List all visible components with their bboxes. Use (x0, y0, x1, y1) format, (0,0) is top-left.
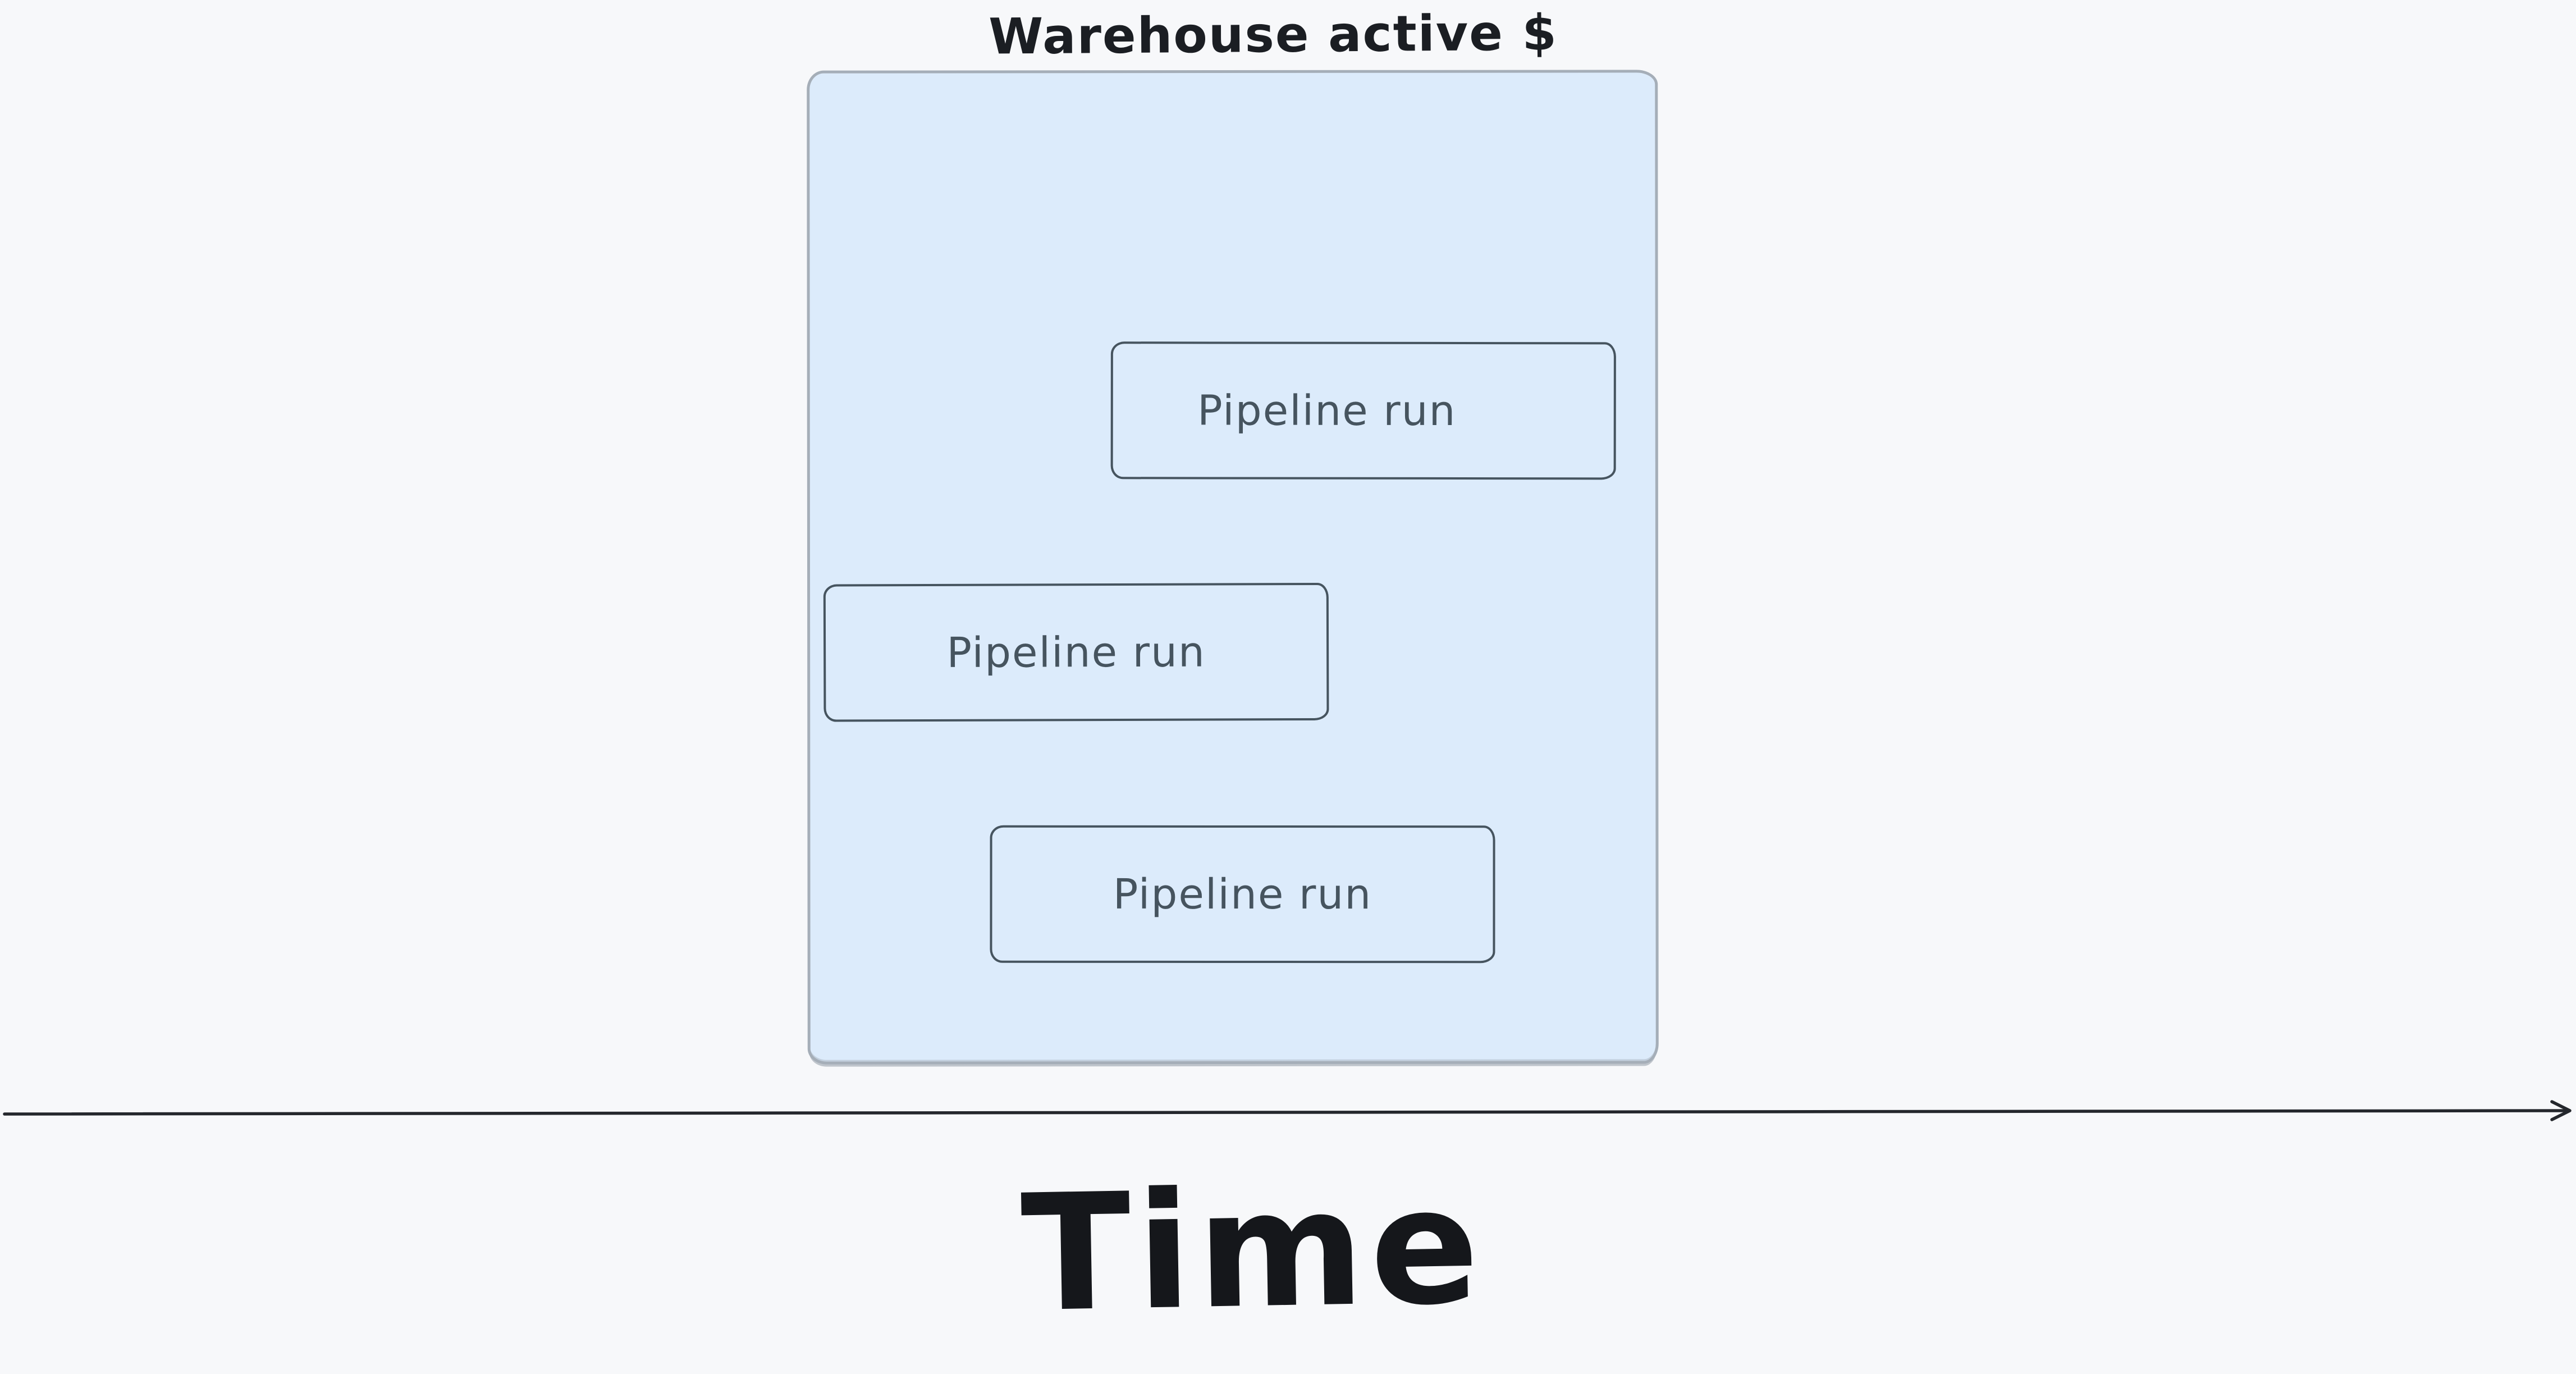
pipeline-run-box: Pipeline run (990, 825, 1495, 964)
pipeline-run-box: Pipeline run (823, 582, 1329, 722)
diagram-title: Warehouse active $ (988, 3, 1558, 66)
pipeline-run-label: Pipeline run (1197, 386, 1457, 435)
pipeline-run-box: Pipeline run (1110, 341, 1616, 480)
pipeline-run-label: Pipeline run (946, 628, 1206, 677)
warehouse-active-container: Pipeline run Pipeline run Pipeline run (807, 70, 1659, 1065)
pipeline-run-label: Pipeline run (1113, 870, 1372, 919)
time-axis-label: Time (1019, 1153, 1486, 1348)
